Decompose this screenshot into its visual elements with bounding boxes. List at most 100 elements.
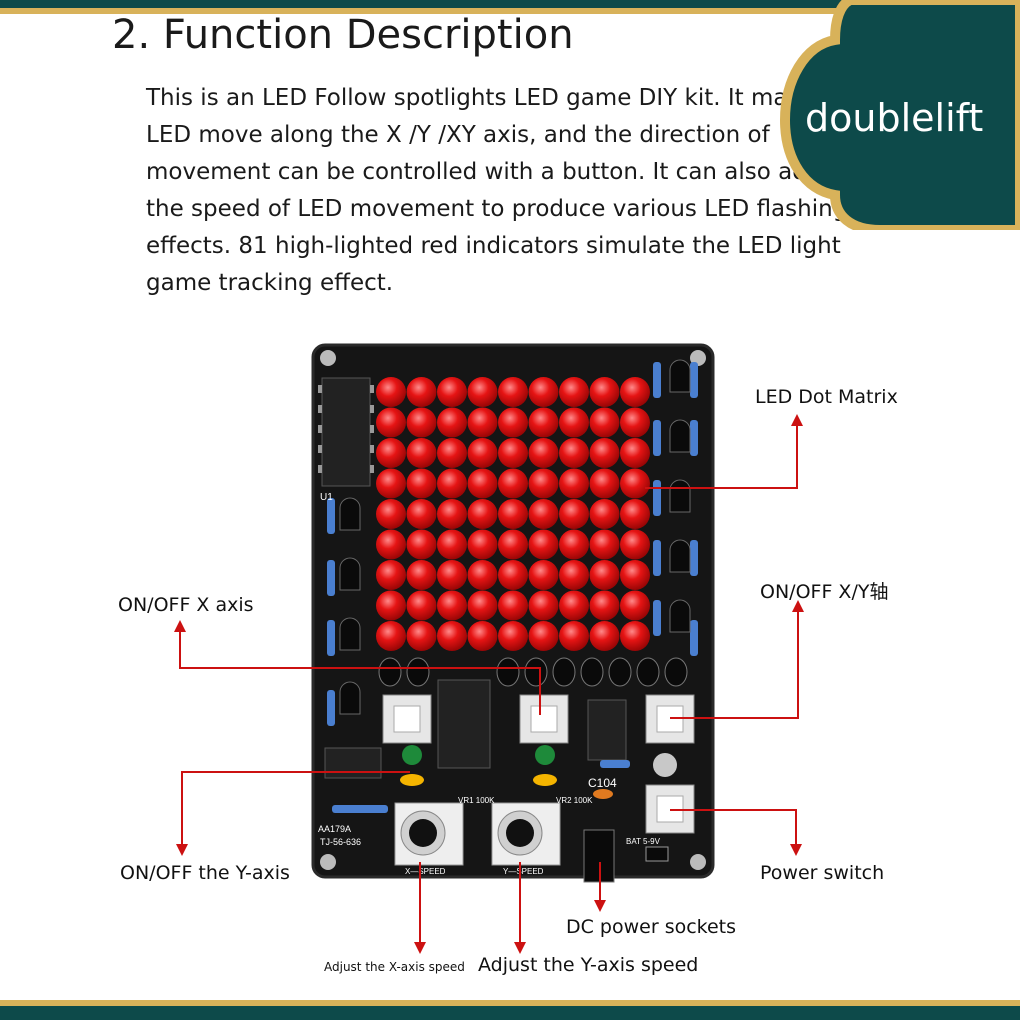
label-adjust-y-speed: Adjust the Y-axis speed (478, 954, 699, 976)
led (376, 438, 406, 468)
led (467, 560, 498, 590)
led (620, 560, 650, 590)
diodes (378, 657, 688, 687)
callout-arrows (174, 414, 804, 954)
led (559, 529, 589, 560)
board-chip-label: U1 (320, 492, 333, 503)
led (498, 621, 528, 651)
led (528, 377, 559, 407)
led (559, 468, 589, 499)
bottom-gold-stripe (0, 1000, 1020, 1006)
led (437, 529, 467, 560)
led (620, 499, 650, 529)
led (589, 529, 620, 560)
led (498, 377, 528, 407)
led (620, 590, 650, 621)
led (437, 560, 467, 590)
led (498, 438, 528, 468)
led (620, 438, 650, 468)
led (376, 590, 406, 621)
led (528, 529, 559, 560)
board-model2-label: TJ-56-636 (320, 837, 361, 847)
led (467, 468, 498, 499)
board-model-label: AA179A (318, 824, 351, 834)
led (437, 468, 467, 499)
led (406, 377, 437, 407)
potentiometers (394, 802, 561, 866)
description-text: This is an LED Follow spotlights LED gam… (146, 85, 849, 296)
led (559, 560, 589, 590)
brand-name: doublelift (805, 96, 984, 140)
led (467, 529, 498, 560)
label-adjust-x-speed: Adjust the X-axis speed (324, 960, 465, 974)
transistors (339, 359, 691, 715)
top-band (0, 0, 1020, 8)
led (620, 621, 650, 651)
led (467, 438, 498, 468)
led (589, 499, 620, 529)
ic-chip (321, 377, 371, 487)
top-gold-stripe (0, 8, 1020, 14)
led (437, 621, 467, 651)
led (406, 438, 437, 468)
led (467, 590, 498, 621)
led (406, 590, 437, 621)
led (498, 499, 528, 529)
led (437, 377, 467, 407)
label-led-dot-matrix: LED Dot Matrix (755, 386, 898, 408)
led (589, 468, 620, 499)
led (528, 621, 559, 651)
led (559, 377, 589, 407)
led (559, 499, 589, 529)
label-power-switch: Power switch (760, 862, 885, 884)
led (467, 377, 498, 407)
brand-badge (780, 0, 1020, 230)
push-buttons (382, 694, 695, 834)
bottom-band (0, 1006, 1020, 1020)
led (406, 407, 437, 438)
led (528, 438, 559, 468)
led (498, 590, 528, 621)
ic-chip-4 (324, 747, 382, 779)
led (498, 529, 528, 560)
led (559, 407, 589, 438)
led (589, 407, 620, 438)
board-pot2-label: VR2 100K (556, 796, 593, 805)
led (376, 499, 406, 529)
led (528, 590, 559, 621)
board-battery-label: BAT 5-9V (626, 837, 661, 846)
led (406, 621, 437, 651)
ic-chip-2 (437, 679, 491, 769)
led (559, 621, 589, 651)
led (498, 560, 528, 590)
led (376, 529, 406, 560)
board-yspeed-label: Y—SPEED (503, 867, 544, 876)
led-dot-matrix (376, 377, 650, 651)
led (376, 377, 406, 407)
led (620, 468, 650, 499)
label-onoff-xy: ON/OFF X/Y轴 (760, 581, 889, 603)
led (376, 560, 406, 590)
led (467, 499, 498, 529)
board-pot1-label: VR1 100K (458, 796, 495, 805)
led (437, 438, 467, 468)
led (559, 438, 589, 468)
led (620, 529, 650, 560)
label-onoff-x-axis: ON/OFF X axis (118, 594, 254, 616)
ic-chip-3 (587, 699, 627, 761)
led (528, 560, 559, 590)
led (376, 407, 406, 438)
led (406, 499, 437, 529)
led (406, 529, 437, 560)
led (528, 499, 559, 529)
led (498, 468, 528, 499)
led (467, 621, 498, 651)
led (620, 407, 650, 438)
led (589, 621, 620, 651)
led (498, 407, 528, 438)
page-title: 2. Function Description (112, 12, 574, 58)
label-onoff-y-axis: ON/OFF the Y-axis (120, 862, 290, 884)
board-cap-label: C104 (588, 776, 617, 790)
led (620, 377, 650, 407)
